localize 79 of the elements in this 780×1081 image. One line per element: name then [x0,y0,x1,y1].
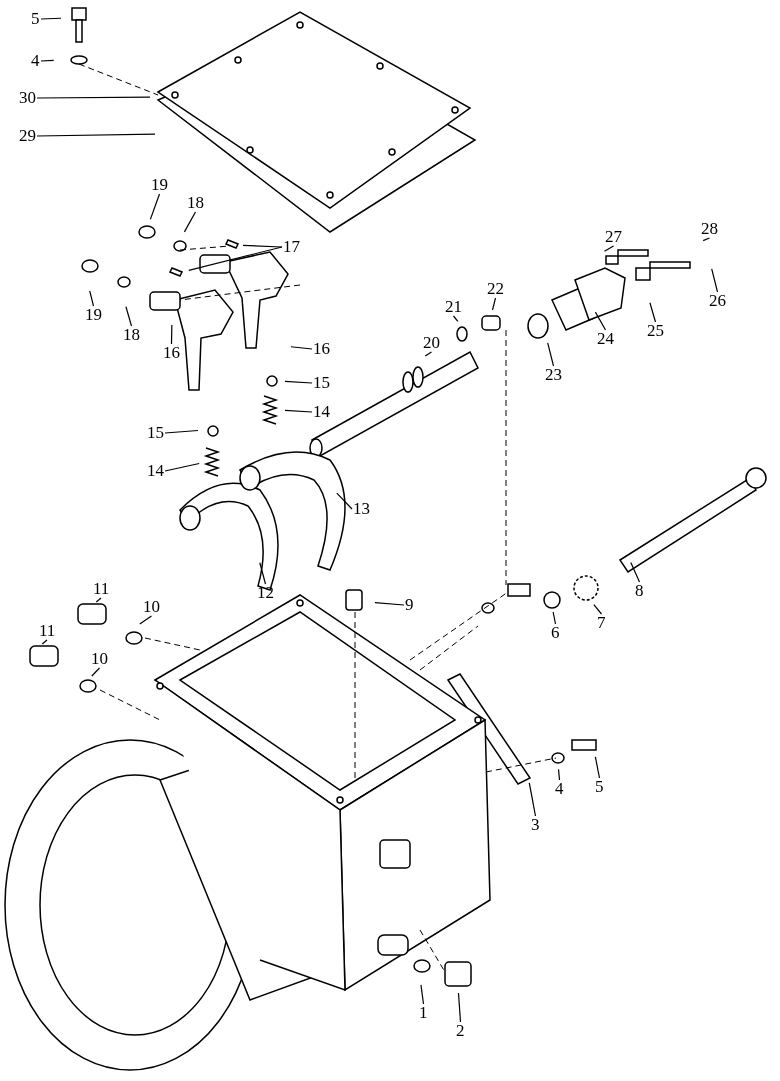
leader-line [424,351,433,357]
leader-line [452,315,459,322]
leader-line [491,297,497,311]
callout-number: 23 [544,366,563,384]
callout-number: 13 [352,500,371,518]
callout-number: 29 [18,127,37,145]
leader-line [594,311,607,331]
leader-line [649,302,657,323]
callout-number: 10 [90,650,109,668]
callout-number: 5 [594,778,605,796]
callout-number: 22 [486,280,505,298]
leader-line [552,611,557,625]
leader-line [336,492,353,510]
callout-number: 16 [162,344,181,362]
callout-number: 3 [530,816,541,834]
leader-line [630,561,641,583]
leader-line [40,17,62,20]
callout-number: 18 [122,326,141,344]
leader-line [41,639,48,645]
leader-line [711,268,719,293]
leader-line [40,59,55,62]
callout-number: 2 [455,1022,466,1040]
callout-number: 10 [142,598,161,616]
callout-number: 17 [282,238,301,256]
callout-number: 8 [634,582,645,600]
leader-line [702,237,711,242]
callout-number: 27 [604,228,623,246]
callout-number: 12 [256,584,275,602]
callout-number: 24 [596,330,615,348]
leader-line [420,984,425,1005]
leader-line [284,409,313,413]
leader-line [125,306,133,327]
leader-line [284,380,313,384]
callout-number: 18 [186,194,205,212]
leader-line [594,756,601,779]
leader-line [603,245,615,252]
leader-line [547,342,555,367]
leader-line [457,992,462,1023]
callout-number: 14 [312,403,331,421]
callout-number: 6 [550,624,561,642]
leader-line [188,246,283,271]
callout-number: 11 [38,622,57,640]
callout-number: 28 [700,220,719,238]
leader-line [528,782,537,817]
callout-number: 11 [92,580,111,598]
leader-line [89,290,95,307]
leader-line [183,211,197,233]
callout-number: 14 [146,462,165,480]
leader-line [170,324,173,345]
callout-number: 7 [596,614,607,632]
callout-number: 15 [312,374,331,392]
leader-line [139,615,153,625]
leader-line [95,597,102,603]
callout-number: 1 [418,1004,429,1022]
leader-line [91,667,101,677]
callout-number: 19 [150,176,169,194]
callout-number: 9 [404,596,415,614]
callout-number: 26 [708,292,727,310]
leader-line [290,346,313,350]
callout-number: 19 [84,306,103,324]
leader-line [557,768,561,781]
callout-number: 20 [422,334,441,352]
callout-number: 30 [18,89,37,107]
leader-line [164,429,199,434]
callout-number: 5 [30,10,41,28]
leader-line [36,96,151,99]
callout-number: 16 [312,340,331,358]
leader-line [164,462,200,472]
leader-line [374,602,405,606]
callout-number: 4 [30,52,41,70]
leader-line [149,193,161,220]
leader-line [593,604,603,615]
callout-number: 4 [554,780,565,798]
leader-line [259,562,267,585]
callout-number: 25 [646,322,665,340]
callout-number: 15 [146,424,165,442]
callout-number: 21 [444,298,463,316]
leader-line [242,244,283,248]
leader-line [36,133,156,137]
